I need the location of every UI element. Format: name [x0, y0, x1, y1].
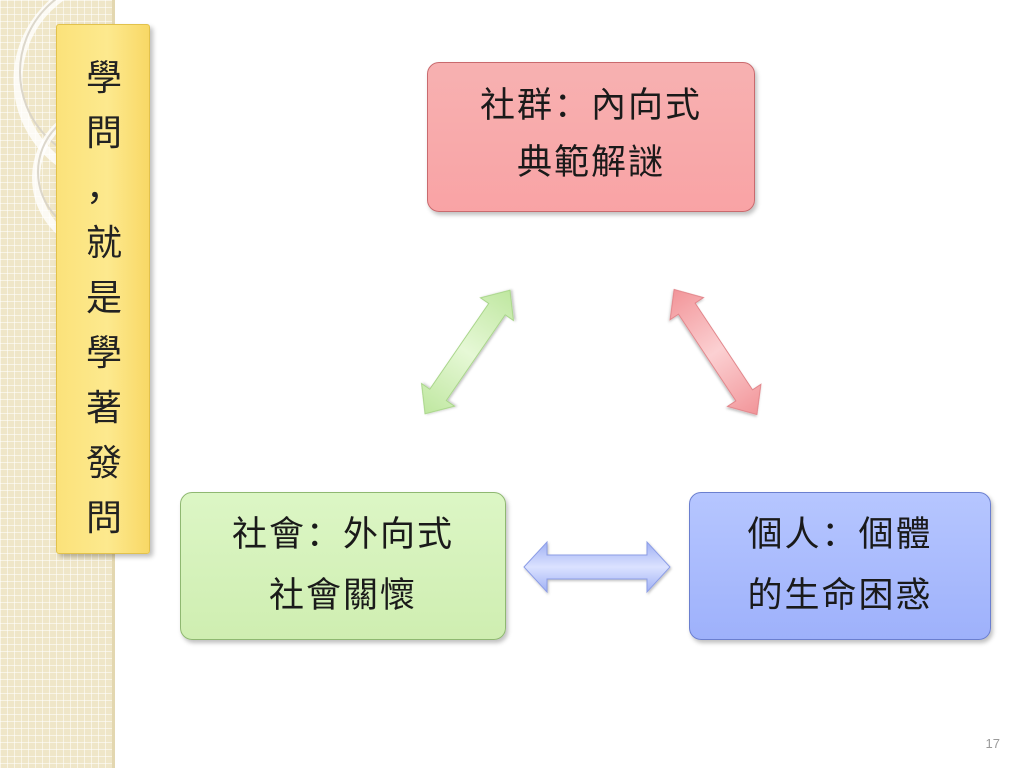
arrow-community-individual: [669, 288, 762, 416]
title-char: 發: [85, 443, 122, 484]
title-char: 問: [85, 498, 122, 539]
title-char: 著: [85, 388, 122, 429]
community-node: 社群：內向式 典範解謎: [427, 62, 755, 212]
society-node-subtitle: 社會關懷: [268, 576, 417, 616]
individual-node-title: 個人：個體: [747, 515, 933, 555]
title-char: 學: [85, 333, 122, 374]
individual-node-subtitle: 的生命困惑: [747, 576, 933, 616]
community-node-title: 社群：內向式: [479, 86, 702, 126]
society-node: 社會：外向式 社會關懷: [180, 492, 506, 640]
title-char: 就: [85, 223, 122, 264]
title-char: ，: [85, 168, 122, 209]
society-node-title: 社會：外向式: [231, 515, 454, 555]
title-char: 問: [85, 113, 122, 154]
title-char: 是: [85, 278, 122, 319]
page-number: 17: [985, 736, 1000, 751]
arrow-society-community: [420, 289, 515, 415]
vertical-title-box: 學 問 ， 就 是 學 著 發 問: [56, 24, 150, 554]
community-node-subtitle: 典範解謎: [516, 143, 665, 183]
vertical-title: 學 問 ， 就 是 學 著 發 問: [57, 51, 151, 546]
individual-node: 個人：個體 的生命困惑: [689, 492, 991, 640]
arrow-society-individual: [523, 540, 671, 594]
title-char: 學: [85, 58, 122, 99]
